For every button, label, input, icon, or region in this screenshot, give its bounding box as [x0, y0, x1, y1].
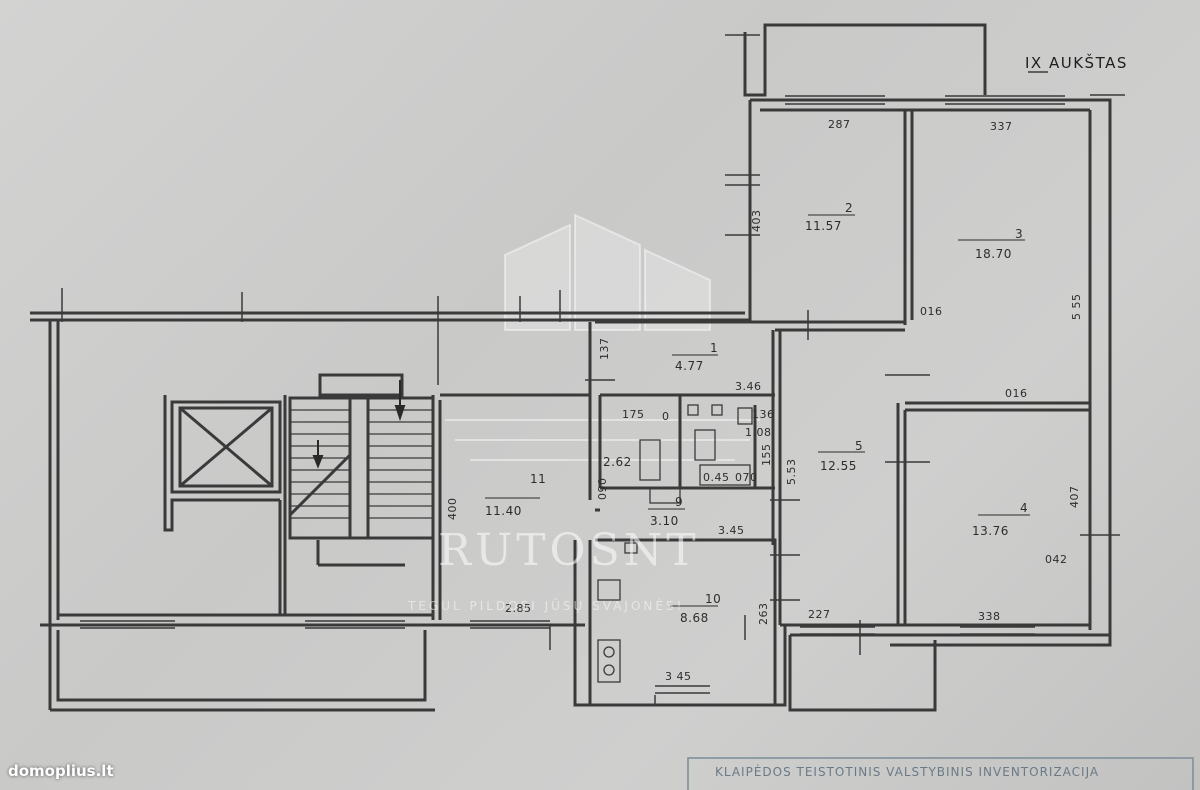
windows — [80, 95, 1065, 694]
dim-345a: 3.45 — [718, 524, 745, 537]
stair-treads — [290, 409, 433, 519]
dim-070: 070 — [735, 471, 758, 484]
dim-090: 090 — [596, 478, 609, 501]
dim-136: 136 — [752, 408, 775, 421]
site-logo[interactable]: domoplius.lt — [8, 762, 114, 780]
dim-016a: 016 — [920, 305, 943, 318]
watermark-building-icon — [445, 213, 760, 461]
room-5-area: 12.55 — [820, 459, 857, 473]
watermark-slogan: TEGUL PILDOSI JŪSŲ SVAJONĖS! — [407, 598, 684, 613]
room-3-area: 18.70 — [975, 247, 1012, 261]
stamp-text: KLAIPĖDOS TEISTOTINIS VALSTYBINIS INVENT… — [715, 764, 1099, 779]
room-1-id: 1 — [710, 341, 718, 355]
dim-345b: 3 45 — [665, 670, 692, 683]
room-3-id: 3 — [1015, 227, 1023, 241]
room-9-id: 9 — [675, 495, 683, 509]
room-4-area: 13.76 — [972, 524, 1009, 538]
dim-287: 287 — [828, 118, 851, 131]
dim-045: 0.45 — [703, 471, 730, 484]
dim-555: 5 55 — [1070, 294, 1083, 321]
stamp: KLAIPĖDOS TEISTOTINIS VALSTYBINIS INVENT… — [687, 757, 1194, 790]
dim-263: 263 — [757, 603, 770, 626]
dim-016b: 016 — [1005, 387, 1028, 400]
dim-338: 338 — [978, 610, 1001, 623]
dim-155: 155 — [760, 444, 773, 467]
dim-337: 337 — [990, 120, 1013, 133]
watermark-brand: RUTOSNT — [438, 525, 700, 576]
dim-137: 137 — [598, 338, 611, 361]
dim-346: 3.46 — [735, 380, 762, 393]
walls — [30, 23, 1112, 712]
room-11-area: 11.40 — [485, 504, 522, 518]
dim-400: 400 — [446, 498, 459, 521]
dim-407: 407 — [1068, 486, 1081, 509]
dim-553: 5.53 — [785, 459, 798, 486]
room-2-id: 2 — [845, 201, 853, 215]
dimension-labels: 287 337 403 5 55 016 016 137 3.46 175 0 … — [446, 118, 1083, 683]
room-5-id: 5 — [855, 439, 863, 453]
room-9-area: 3.10 — [650, 514, 679, 528]
floor-title: IX AUKŠTAS — [1025, 53, 1128, 72]
dim-403: 403 — [750, 210, 763, 233]
room-4-id: 4 — [1020, 501, 1028, 515]
dim-042: 042 — [1045, 553, 1068, 566]
dim-0: 0 — [662, 410, 670, 423]
stair-arrows — [312, 380, 406, 469]
room-10-area: 8.68 — [680, 611, 709, 625]
room-1-area: 4.77 — [675, 359, 704, 373]
room-labels: 2 11.57 3 18.70 1 4.77 5 12.55 4 13.76 1… — [485, 201, 1030, 625]
dim-108: 1.08 — [745, 426, 772, 439]
dim-227: 227 — [808, 608, 831, 621]
room-2-area: 11.57 — [805, 219, 842, 233]
kitchen-fixtures — [597, 404, 753, 683]
room-6-area: 2.62 — [603, 455, 632, 469]
dim-175: 175 — [622, 408, 645, 421]
dimension-ticks — [61, 34, 1125, 705]
room-10-id: 10 — [705, 592, 721, 606]
dim-285: 2.85 — [505, 602, 532, 615]
room-11-id: 11 — [530, 472, 546, 486]
